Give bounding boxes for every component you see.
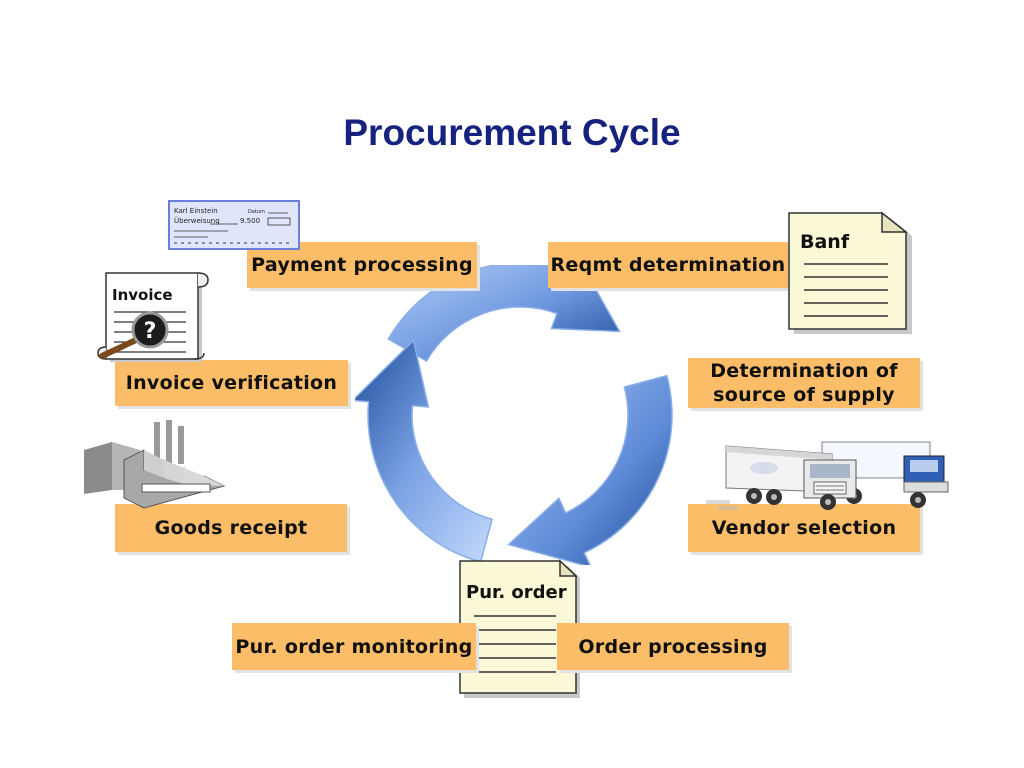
magnifier-icon: [131, 311, 169, 349]
cycle-arrow-left: [355, 338, 493, 563]
step-label: Vendor selection: [711, 517, 897, 539]
purchase-order-document-icon: Pur. order: [459, 559, 580, 698]
step-reqmt-determination: Reqmt determination: [548, 242, 788, 288]
check-text: Überweisung: [174, 216, 220, 225]
step-label: Reqmt determination: [550, 254, 786, 276]
trucks-icon: [706, 441, 949, 510]
step-source-of-supply: Determination of source of supply: [688, 358, 920, 408]
step-order-monitoring: Pur. order monitoring: [232, 623, 476, 670]
page-title: Procurement Cycle: [343, 112, 681, 153]
check-amount: 9.500: [240, 217, 260, 225]
check-date: Datum: [248, 209, 265, 215]
step-label-line1: Determination of: [710, 360, 898, 382]
step-label: Invoice verification: [125, 372, 338, 394]
step-goods-receipt: Goods receipt: [115, 504, 347, 552]
step-label: Pur. order monitoring: [235, 635, 473, 658]
step-label: Goods receipt: [154, 517, 308, 539]
invoice-scroll-icon: Invoice ?: [97, 272, 209, 362]
purchase-order-title: Pur. order: [466, 582, 567, 603]
check-name: Karl Einstein: [174, 207, 218, 215]
svg-text:?: ?: [144, 319, 157, 344]
step-order-processing: Order processing: [557, 623, 789, 670]
invoice-title: Invoice: [112, 286, 173, 304]
step-invoice-verification: Invoice verification: [115, 360, 348, 406]
factory-icon: [84, 420, 226, 509]
cycle-arrow-top: [387, 265, 621, 363]
step-label-line2: source of supply: [713, 384, 895, 406]
requisition-document-icon: Banf: [788, 211, 912, 334]
step-payment-processing: Payment processing: [247, 242, 477, 288]
step-label: Payment processing: [251, 254, 473, 276]
cycle-arrow-right: [507, 374, 673, 565]
requisition-title: Banf: [800, 231, 850, 253]
step-label: Order processing: [578, 635, 768, 658]
step-vendor-selection: Vendor selection: [688, 504, 920, 552]
cycle-arrows: [355, 265, 673, 565]
payment-check-icon: Karl Einstein Datum Überweisung 9.500: [168, 200, 300, 250]
